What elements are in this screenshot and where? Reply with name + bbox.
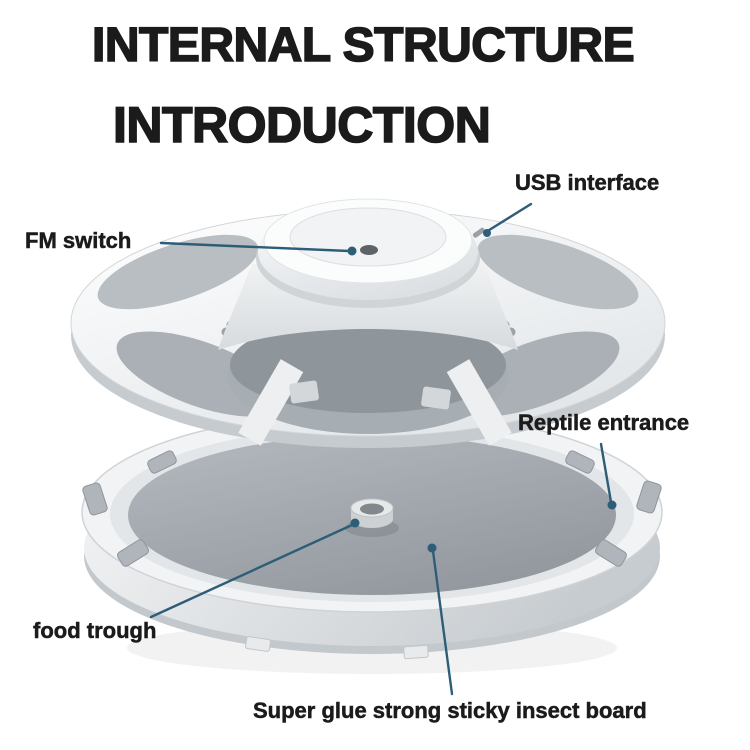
ring-spoke	[446, 359, 512, 446]
base-clip	[245, 636, 271, 652]
top-cover	[70, 198, 666, 448]
cap-disc	[289, 207, 447, 267]
reptile-entrance-slots	[82, 450, 662, 567]
inner-slot	[421, 386, 451, 410]
base-dish	[81, 411, 663, 660]
fm-switch-hole	[360, 245, 378, 255]
label-food-trough: food trough	[33, 618, 157, 644]
ring-spoke	[238, 359, 304, 446]
usb-leader-line	[483, 202, 533, 237]
label-reptile-entrance: Reptile entrance	[518, 410, 690, 436]
label-usb-interface: USB interface	[515, 170, 660, 196]
leader-lines	[149, 202, 617, 696]
reptile-leader-line	[599, 442, 617, 510]
glue-leader-line	[427, 543, 454, 696]
food-trough	[345, 498, 399, 537]
label-sticky-board: Super glue strong sticky insect board	[253, 698, 647, 724]
food-leader-line	[149, 518, 360, 619]
page-title-line1: INTERNAL STRUCTURE	[91, 19, 635, 72]
top-cap	[256, 198, 485, 308]
base-clip	[403, 644, 429, 660]
fm-leader-line	[159, 241, 357, 256]
inner-slot	[289, 380, 319, 404]
page-title-line2: INTRODUCTION	[112, 97, 491, 153]
label-fm-switch: FM switch	[25, 228, 132, 254]
usb-port	[472, 227, 485, 238]
